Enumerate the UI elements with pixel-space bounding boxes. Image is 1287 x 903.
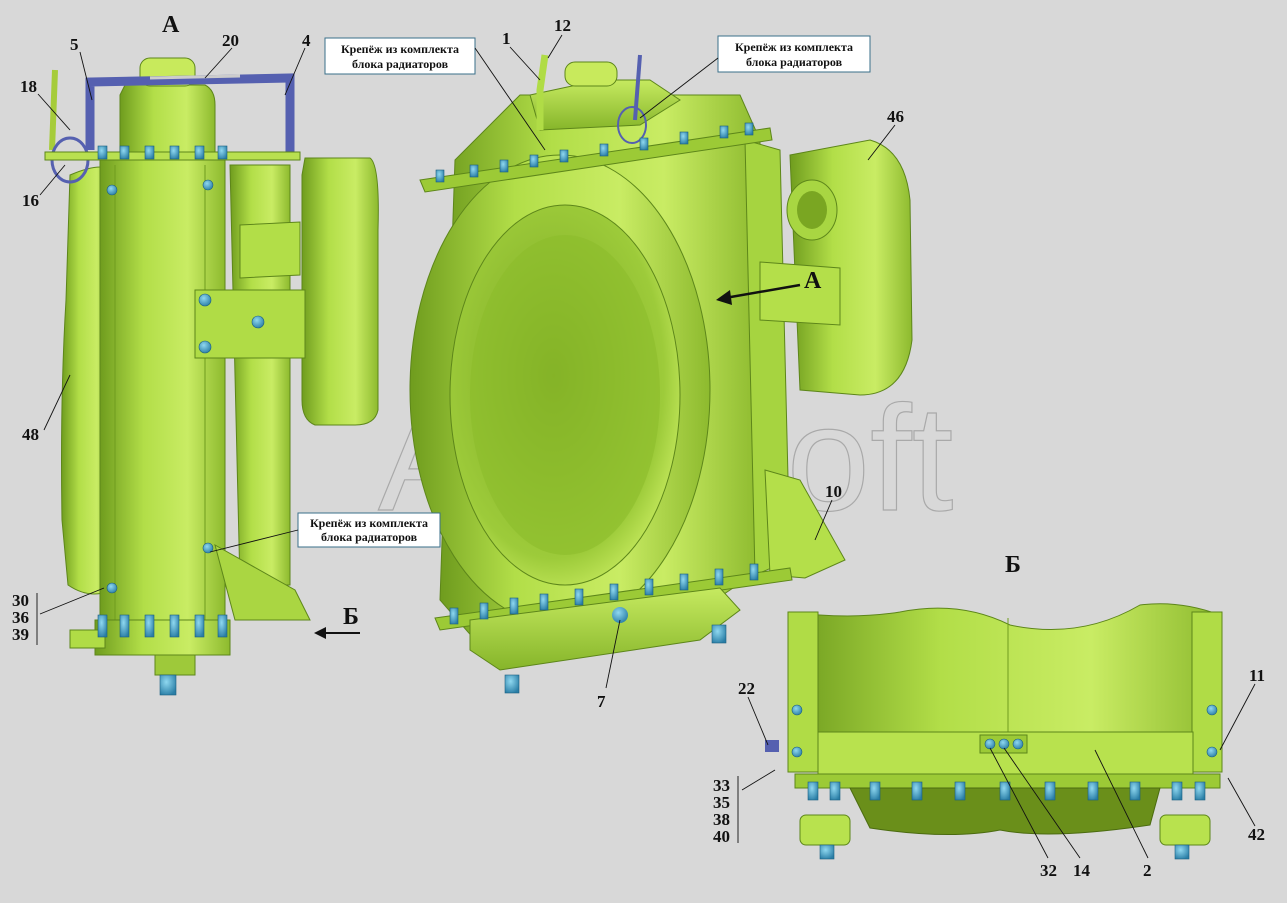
side-post-right bbox=[1191, 611, 1223, 773]
bottom-tank bbox=[94, 619, 231, 656]
bolt-row-top bbox=[97, 145, 228, 160]
callout-30: 30 bbox=[12, 591, 29, 610]
callout-40: 40 bbox=[713, 827, 730, 846]
arrow-b-label: Б bbox=[343, 604, 359, 630]
callout-11: 11 bbox=[1249, 666, 1265, 685]
note-1-line-2: блока радиаторов bbox=[352, 57, 449, 71]
radiator-core bbox=[99, 159, 226, 631]
callout-33: 33 bbox=[713, 776, 730, 795]
callout-10: 10 bbox=[825, 482, 842, 501]
mount-tab bbox=[759, 261, 841, 326]
callout-18: 18 bbox=[20, 77, 37, 96]
callout-5: 5 bbox=[70, 35, 79, 54]
air-intake bbox=[301, 157, 379, 426]
note-2-line-2: блока радиаторов bbox=[746, 55, 843, 69]
drain-valve bbox=[69, 629, 106, 649]
note-box-2: Крепёж из комплекта блока радиаторов bbox=[717, 35, 871, 73]
callout-12: 12 bbox=[554, 16, 571, 35]
mount-plate bbox=[194, 289, 306, 359]
note-box-1: Крепёж из комплекта блока радиаторов bbox=[324, 37, 476, 75]
view-a-label: А bbox=[162, 12, 180, 38]
note-3-line-1: Крепёж из комплекта bbox=[310, 516, 428, 530]
pipe-12 bbox=[536, 54, 549, 130]
view-b-radiator bbox=[765, 603, 1223, 860]
main-filler-cap bbox=[564, 61, 618, 87]
view-a-radiator bbox=[44, 57, 379, 696]
note-box-3: Крепёж из комплекта блока радиаторов bbox=[297, 512, 441, 548]
callout-46: 46 bbox=[887, 107, 904, 126]
callout-38: 38 bbox=[713, 810, 730, 829]
callout-1: 1 bbox=[502, 29, 511, 48]
vent-hose bbox=[49, 69, 58, 151]
note-1-line-1: Крепёж из комплекта bbox=[341, 42, 459, 56]
side-bolts bbox=[106, 179, 265, 594]
callout-14: 14 bbox=[1073, 861, 1091, 880]
side-post-left bbox=[787, 611, 819, 773]
view-b-label: Б bbox=[1005, 552, 1021, 578]
main-radiator-view bbox=[409, 54, 913, 694]
note-3-line-2: блока радиаторов bbox=[321, 530, 418, 544]
note-2-line-1: Крепёж из комплекта bbox=[735, 40, 853, 54]
hook-22 bbox=[765, 740, 779, 752]
arrow-a-label: А bbox=[804, 268, 822, 294]
lower-bracket bbox=[214, 543, 311, 621]
callout-42: 42 bbox=[1248, 825, 1265, 844]
callout-48: 48 bbox=[22, 425, 39, 444]
leader-lines bbox=[36, 34, 1256, 859]
callout-4: 4 bbox=[302, 31, 311, 50]
callout-2: 2 bbox=[1143, 861, 1152, 880]
pipe-right bbox=[633, 54, 642, 121]
callout-7: 7 bbox=[597, 692, 606, 711]
lower-right-bracket bbox=[764, 469, 846, 579]
bottom-view-body bbox=[789, 603, 1221, 761]
view-b-bolts bbox=[791, 704, 1218, 860]
main-bottom-tank bbox=[469, 587, 741, 671]
bolt-row-bottom bbox=[97, 614, 228, 696]
callout-22: 22 bbox=[738, 679, 755, 698]
main-bottom-bolts bbox=[449, 563, 759, 694]
callout-20: 20 bbox=[222, 31, 239, 50]
lower-tank-b bbox=[849, 787, 1161, 836]
foot-right bbox=[1159, 814, 1211, 846]
main-top-bolts bbox=[435, 122, 754, 183]
callout-16: 16 bbox=[22, 191, 39, 210]
foot-left bbox=[799, 814, 851, 846]
overflow-pipe bbox=[85, 73, 295, 160]
callout-32: 32 bbox=[1040, 861, 1057, 880]
intake-pipe bbox=[239, 221, 301, 279]
arrow-a bbox=[724, 283, 801, 300]
callout-39: 39 bbox=[12, 625, 29, 644]
callout-35: 35 bbox=[713, 793, 730, 812]
callout-36: 36 bbox=[12, 608, 29, 627]
